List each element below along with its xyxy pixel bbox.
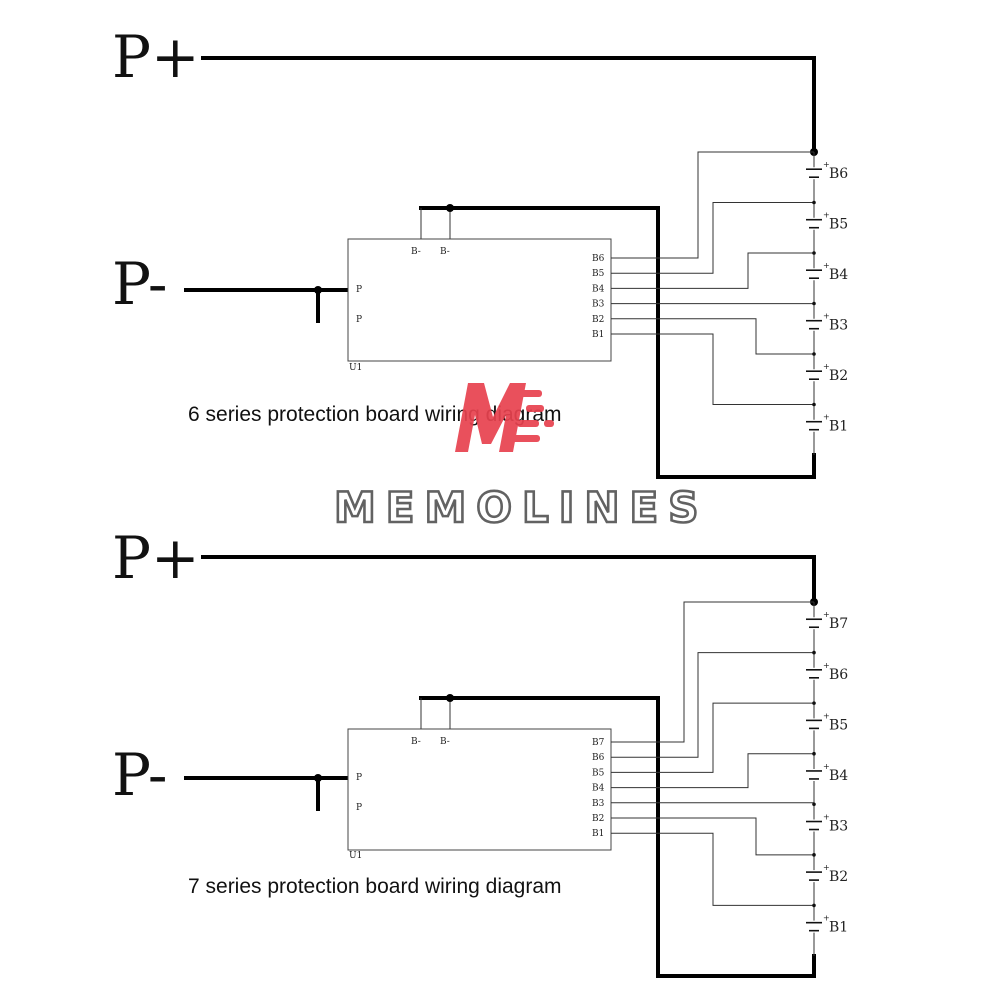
cell-node-dot [812, 903, 816, 908]
cell-plus-sign: + [823, 312, 830, 321]
board-pin-b-minus: B- [411, 737, 421, 747]
board-pin-b7: B7 [592, 738, 605, 748]
watermark: MEMOLINES [333, 383, 708, 533]
terminal-p-minus-label: P- [112, 250, 167, 318]
battery-cell: +B6 [806, 152, 848, 203]
cell-plus-sign: + [823, 211, 830, 220]
p-plus-wire [201, 56, 816, 154]
terminal-p-plus-label: P+ [112, 524, 200, 592]
p-plus-wire [201, 555, 816, 604]
battery-cell: +B1 [806, 402, 848, 455]
cell-plus-sign: + [823, 762, 830, 771]
cell-plus-sign: + [823, 160, 830, 169]
protection-board [347, 728, 612, 851]
cell-plus-sign: + [823, 610, 830, 619]
board-ref: U1 [349, 363, 362, 373]
brand-name: MEMOLINES [334, 483, 708, 532]
board-ref: U1 [349, 851, 362, 861]
battery-cell: +B7 [806, 602, 848, 653]
b-minus-wire [419, 206, 816, 479]
battery-cell: +B2 [806, 853, 848, 906]
cell-label: B2 [829, 368, 848, 384]
battery-cell: +B6 [806, 650, 848, 704]
board-pin-b-minus: B- [411, 247, 421, 257]
terminal-p-minus-label: P- [112, 741, 167, 809]
battery-cell: +B3 [806, 301, 848, 354]
battery-cell: +B1 [806, 903, 848, 956]
cell-node-dot [812, 650, 816, 655]
board-pin-b5: B5 [592, 269, 605, 279]
board-pin-b3: B3 [592, 300, 605, 310]
protection-board [347, 238, 612, 362]
cell-node-dot [812, 251, 816, 255]
cell-label: B5 [829, 717, 848, 733]
b-minus-wire [419, 696, 816, 978]
cell-node-dot [812, 200, 816, 205]
cell-node-dot [812, 701, 816, 705]
battery-stack: +B6+B5+B4+B3+B2+B1 [806, 152, 848, 455]
battery-cell: +B4 [806, 751, 848, 805]
board-pin-b-minus: B- [440, 737, 450, 747]
board-pin-p: P [356, 285, 362, 295]
cell-plus-sign: + [823, 711, 830, 720]
board-pin-b4: B4 [592, 784, 605, 794]
caption: 7 series protection board wiring diagram [188, 875, 562, 898]
cell-node-dot [812, 853, 816, 857]
cell-plus-sign: + [823, 413, 830, 422]
junction-dot [446, 204, 454, 212]
battery-stack: +B7+B6+B5+B4+B3+B2+B1 [806, 602, 848, 956]
cell-label: B6 [829, 667, 848, 683]
board-pin-b6: B6 [592, 254, 605, 264]
board-pin-p: P [356, 315, 362, 325]
board-pin-b4: B4 [592, 284, 605, 294]
cell-label: B1 [829, 419, 848, 435]
cell-node-dot [812, 402, 816, 407]
memolines-logo-icon [455, 383, 554, 452]
cell-node-dot [812, 301, 816, 306]
junction-dot [314, 286, 322, 294]
battery-cell: +B2 [806, 352, 848, 405]
board-pin-b6: B6 [592, 753, 605, 763]
balance-wires [611, 601, 814, 906]
board-pin-b1: B1 [592, 330, 604, 340]
cell-plus-sign: + [823, 261, 830, 270]
cell-plus-sign: + [823, 661, 830, 670]
junction-dot [314, 774, 322, 782]
board-pin-b3: B3 [592, 799, 605, 809]
battery-cell: +B4 [806, 251, 848, 304]
cell-label: B5 [829, 217, 848, 233]
cell-node-dot [812, 802, 816, 807]
cell-plus-sign: + [823, 362, 830, 371]
junction-dot [446, 694, 454, 702]
balance-wires [611, 151, 814, 405]
cell-label: B3 [829, 819, 848, 835]
cell-label: B1 [829, 920, 848, 936]
cell-label: B3 [829, 318, 848, 334]
battery-cell: +B5 [806, 200, 848, 253]
board-pin-p: P [356, 803, 362, 813]
cell-node-dot [812, 352, 816, 356]
board-pin-b2: B2 [592, 814, 604, 824]
cell-label: B7 [829, 616, 848, 632]
board-pin-b1: B1 [592, 829, 604, 839]
terminal-p-plus-label: P+ [112, 23, 200, 91]
board-pin-b-minus: B- [440, 247, 450, 257]
cell-node-dot [812, 751, 816, 756]
battery-cell: +B5 [806, 701, 848, 754]
cell-label: B4 [829, 768, 848, 784]
cell-plus-sign: + [823, 863, 830, 872]
cell-label: B4 [829, 267, 848, 283]
cell-plus-sign: + [823, 914, 830, 923]
cell-label: B2 [829, 869, 848, 885]
cell-label: B6 [829, 166, 848, 182]
board-pin-b5: B5 [592, 768, 605, 778]
board-pin-b2: B2 [592, 315, 604, 325]
board-pin-p: P [356, 773, 362, 783]
battery-cell: +B3 [806, 802, 848, 855]
cell-plus-sign: + [823, 813, 830, 822]
